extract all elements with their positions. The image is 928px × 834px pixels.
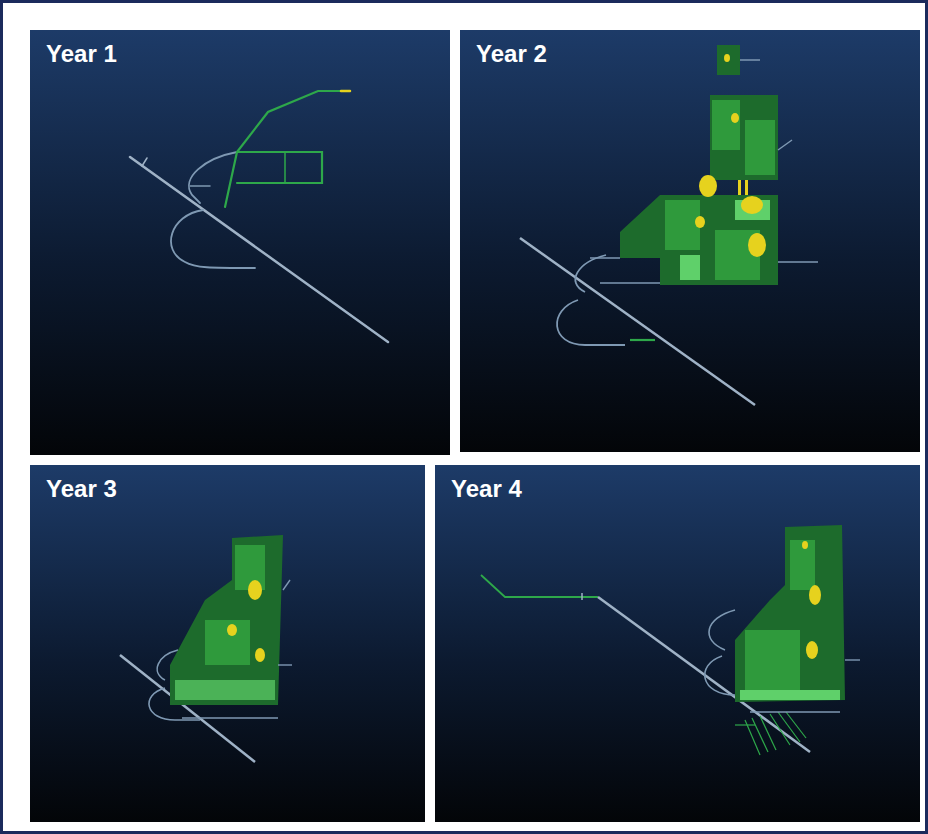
panel-title: Year 3 — [46, 475, 117, 503]
year-panel: Year 4 — [435, 465, 920, 822]
panel-title: Year 2 — [476, 40, 547, 68]
panel-ground — [435, 465, 920, 822]
panel-ground — [30, 30, 450, 455]
year-panel: Year 1 — [30, 30, 450, 455]
year4-workings — [481, 525, 860, 755]
year3-workings — [120, 535, 292, 762]
year2-workings — [520, 45, 818, 405]
year-panel: Year 2 — [460, 30, 920, 452]
panel-title: Year 4 — [451, 475, 522, 503]
year-panel: Year 3 — [30, 465, 425, 822]
panel-ground — [30, 465, 425, 822]
year1-workings — [130, 91, 388, 342]
panel-ground — [460, 30, 920, 452]
panel-title: Year 1 — [46, 40, 117, 68]
